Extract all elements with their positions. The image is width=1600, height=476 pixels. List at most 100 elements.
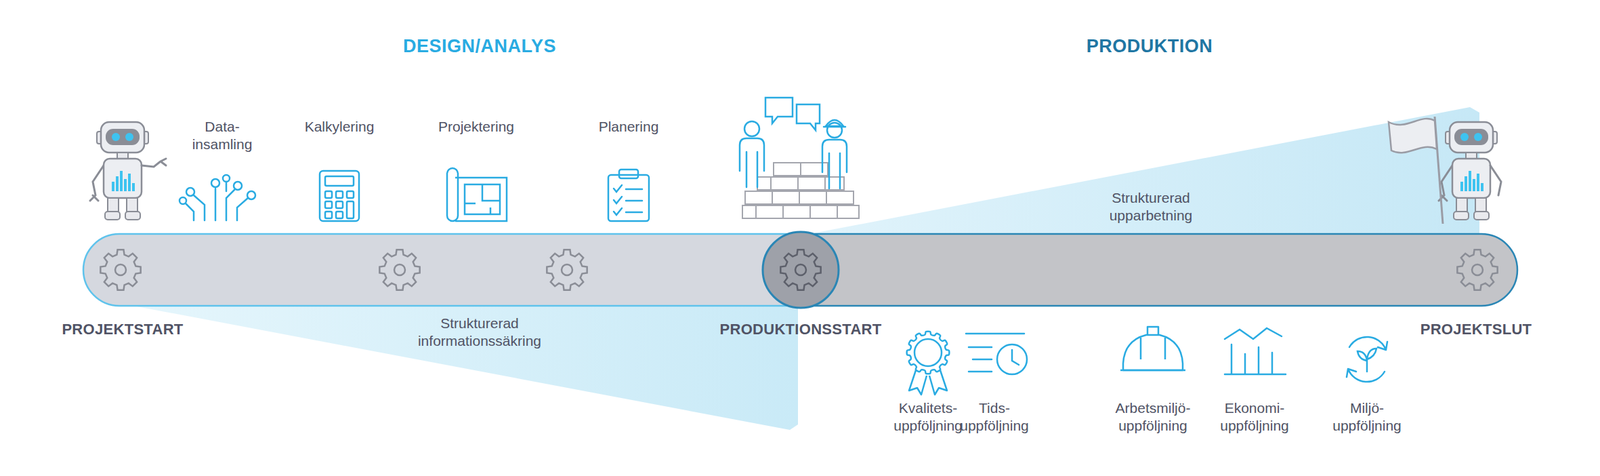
data-icon: [214, 188, 217, 221]
gear-symbol: [100, 249, 141, 290]
milestone-label: PROJEKTSLUT: [1420, 319, 1533, 339]
robot-end: [1438, 121, 1498, 220]
hardhat-icon: [1120, 326, 1186, 370]
gear-symbol: [394, 264, 406, 276]
calculator-icon: [346, 191, 354, 198]
brick: [773, 162, 801, 176]
work-wedge: [806, 107, 1480, 235]
data-icon: [193, 195, 205, 221]
brick: [745, 191, 773, 204]
team-icon: [827, 122, 842, 138]
gear-symbol: [379, 249, 420, 290]
calculator-icon: [319, 170, 360, 221]
team-icon: [796, 104, 820, 131]
data-icon: [179, 197, 187, 204]
followup-label: Arbetsmiljö- uppföljning: [1115, 398, 1191, 435]
data-icon: [179, 174, 256, 221]
data-icon: [226, 189, 235, 221]
gear-symbol: [546, 249, 587, 290]
robot-start: [90, 121, 149, 220]
flow-label: Strukturerad informationssäkring: [417, 314, 542, 350]
clipboard-icon: [613, 207, 643, 215]
blueprint-icon: [455, 177, 507, 221]
clock-icon: [1012, 349, 1019, 365]
chart-icon: [1224, 344, 1286, 374]
gear-symbol: [561, 264, 573, 276]
environment-icon: [1346, 336, 1388, 382]
followup-label: Miljö- uppföljning: [1332, 398, 1402, 435]
band-production: [779, 233, 1518, 306]
data-icon: [237, 197, 248, 221]
calculator-icon: [325, 211, 332, 219]
brick: [783, 205, 811, 219]
milestone-hub: [762, 231, 839, 308]
medal-icon: [907, 331, 950, 374]
calculator-icon: [335, 191, 343, 198]
data-icon: [211, 178, 220, 187]
brick: [800, 162, 828, 176]
step-label: Kalkylering: [304, 117, 375, 136]
followup-label: Ekonomi- uppföljning: [1219, 398, 1290, 435]
brick: [772, 191, 800, 204]
milestone-label: PRODUKTIONSSTART: [719, 319, 882, 339]
environment-icon: [1346, 368, 1385, 382]
clipboard-icon: [608, 174, 649, 221]
brick: [810, 205, 838, 219]
hardhat-icon: [1120, 326, 1186, 370]
team-icon: [739, 138, 765, 187]
section-heading: PRODUKTION: [1086, 35, 1214, 57]
team-icon: [822, 139, 847, 189]
band-design: [83, 233, 822, 306]
clock-icon: [965, 333, 1025, 372]
chart-icon: [1224, 327, 1286, 374]
clock-icon: [997, 344, 1027, 374]
environment-icon: [1349, 336, 1388, 350]
data-icon: [233, 181, 242, 190]
data-icon: [225, 181, 228, 192]
brick: [770, 176, 798, 190]
gear-symbol: [1471, 264, 1483, 276]
blueprint-icon: [464, 184, 500, 215]
section-heading: DESIGN/ANALYS: [403, 35, 557, 57]
step-label: Data- insamling: [192, 117, 253, 154]
gear-symbol: [115, 264, 126, 276]
robot-start: [141, 158, 166, 167]
clipboard-icon: [608, 169, 649, 221]
robot-start: [90, 121, 166, 220]
clock-icon: [965, 333, 1027, 374]
brick: [799, 191, 827, 204]
data-icon: [247, 191, 256, 200]
calculator-icon: [319, 170, 360, 221]
brick: [757, 176, 771, 190]
gear-symbol: [1457, 249, 1498, 290]
calculator-icon: [346, 201, 354, 219]
calculator-icon: [325, 201, 332, 208]
clipboard-icon: [619, 169, 639, 179]
followup-label: Tids- uppföljning: [959, 398, 1029, 435]
team-icon: [823, 119, 846, 127]
brick: [825, 176, 845, 190]
environment-icon: [1357, 348, 1377, 372]
team-icon: [765, 97, 793, 124]
data-icon: [186, 187, 195, 196]
robot-end: [1490, 165, 1502, 196]
gear-symbol: [795, 264, 807, 276]
clipboard-icon: [613, 196, 643, 204]
step-label: Planering: [598, 117, 660, 136]
medal-icon: [909, 369, 947, 395]
data-icon: [222, 174, 230, 182]
medal-icon: [914, 338, 942, 366]
brick: [837, 205, 859, 219]
flag-symbol: [1388, 118, 1437, 153]
gear-symbol: [100, 249, 1498, 290]
data-icon: [185, 203, 194, 221]
milestone-label: PROJEKTSTART: [61, 319, 183, 339]
hardhat-icon: [1123, 334, 1183, 370]
brick: [826, 191, 854, 204]
calculator-icon: [335, 211, 343, 219]
calculator-icon: [325, 176, 354, 186]
robot-end: [1438, 121, 1502, 220]
gear-symbol: [780, 249, 821, 290]
blueprint-icon: [447, 167, 458, 221]
